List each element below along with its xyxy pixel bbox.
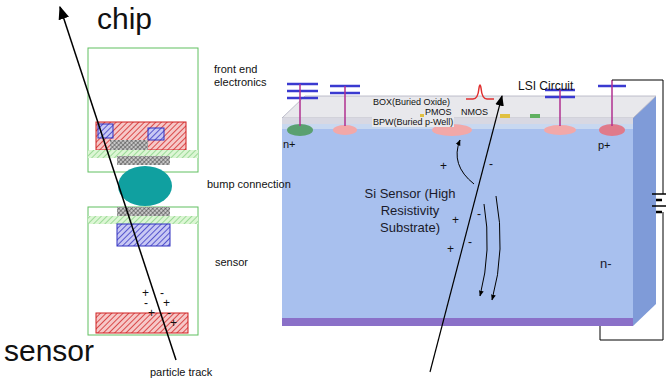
sensor-drawing [88, 207, 198, 335]
metal-line [287, 97, 318, 100]
metal-pad [148, 128, 164, 140]
pixel-implant [117, 224, 170, 246]
metal-line [287, 90, 318, 93]
implant-label: p+ [598, 139, 611, 152]
transistor [500, 114, 510, 118]
charge-sign: - [489, 158, 493, 172]
via-line [344, 86, 346, 126]
electronics-block [96, 122, 186, 150]
device-label: PMOS [424, 107, 453, 117]
bpw-region [333, 125, 357, 135]
charge-sign: - [477, 208, 481, 222]
part-label: bump connection [207, 178, 291, 191]
via [300, 80, 612, 126]
particle-track [430, 96, 502, 372]
lsi-layer [282, 118, 633, 124]
part-title: sensor [4, 334, 94, 369]
part-label: LSI Circuit [518, 80, 573, 94]
part-label: particle track [150, 366, 212, 379]
drift-arrow [457, 140, 474, 184]
implant-label: n+ [283, 138, 296, 151]
bump-pad [117, 207, 170, 216]
battery-plate [656, 211, 662, 214]
charge-sign: + [447, 243, 454, 257]
drift-arrow [480, 204, 487, 296]
doping-label: n- [600, 256, 612, 273]
bias-wire [600, 212, 663, 340]
bump-ball [118, 166, 172, 206]
transistor [530, 114, 540, 118]
metal-trace [110, 140, 148, 150]
charge-sign: + [148, 307, 155, 321]
charge-sign: - [468, 236, 472, 250]
part-title: chip [97, 2, 152, 37]
backside-layer [282, 318, 633, 326]
charge-sign: + [440, 160, 447, 174]
bump-pad [117, 156, 170, 165]
metal-stack [287, 84, 626, 98]
backside-contact [96, 313, 188, 333]
bpw-region [544, 125, 576, 135]
sensor-outline [88, 207, 198, 335]
signal-pulse [466, 85, 494, 99]
particle-track [60, 7, 176, 360]
chip-drawing [88, 48, 198, 172]
charge-sign: - [144, 297, 148, 311]
layer-label: BPW(Buried p-Well) [372, 117, 454, 127]
via-line [611, 80, 613, 126]
bias-wire [612, 80, 663, 194]
region-label: Si Sensor (High Resistivity Substrate) [350, 186, 470, 237]
via-line [299, 84, 301, 126]
part-label: front end electronics [214, 63, 276, 88]
battery-plate [652, 193, 666, 195]
substrate-front [282, 118, 633, 326]
battery-plate [656, 199, 662, 202]
passivation-layer [88, 216, 198, 224]
substrate-side [633, 96, 656, 326]
substrate-region: Si Sensor (High Resistivity Substrate) n- [282, 138, 632, 318]
charge-sign: + [170, 317, 177, 331]
soi-drawing [282, 80, 666, 340]
drift-arrow [492, 196, 500, 300]
device-label: NMOS [460, 107, 489, 117]
via-line [559, 90, 561, 126]
part-label: sensor [215, 256, 248, 269]
chip-outline [88, 48, 198, 172]
metal-line [287, 83, 318, 86]
layer-label: BOX(Buried Oxide) [372, 97, 451, 107]
charge-sign: + [452, 214, 459, 228]
battery-plate [652, 205, 666, 207]
